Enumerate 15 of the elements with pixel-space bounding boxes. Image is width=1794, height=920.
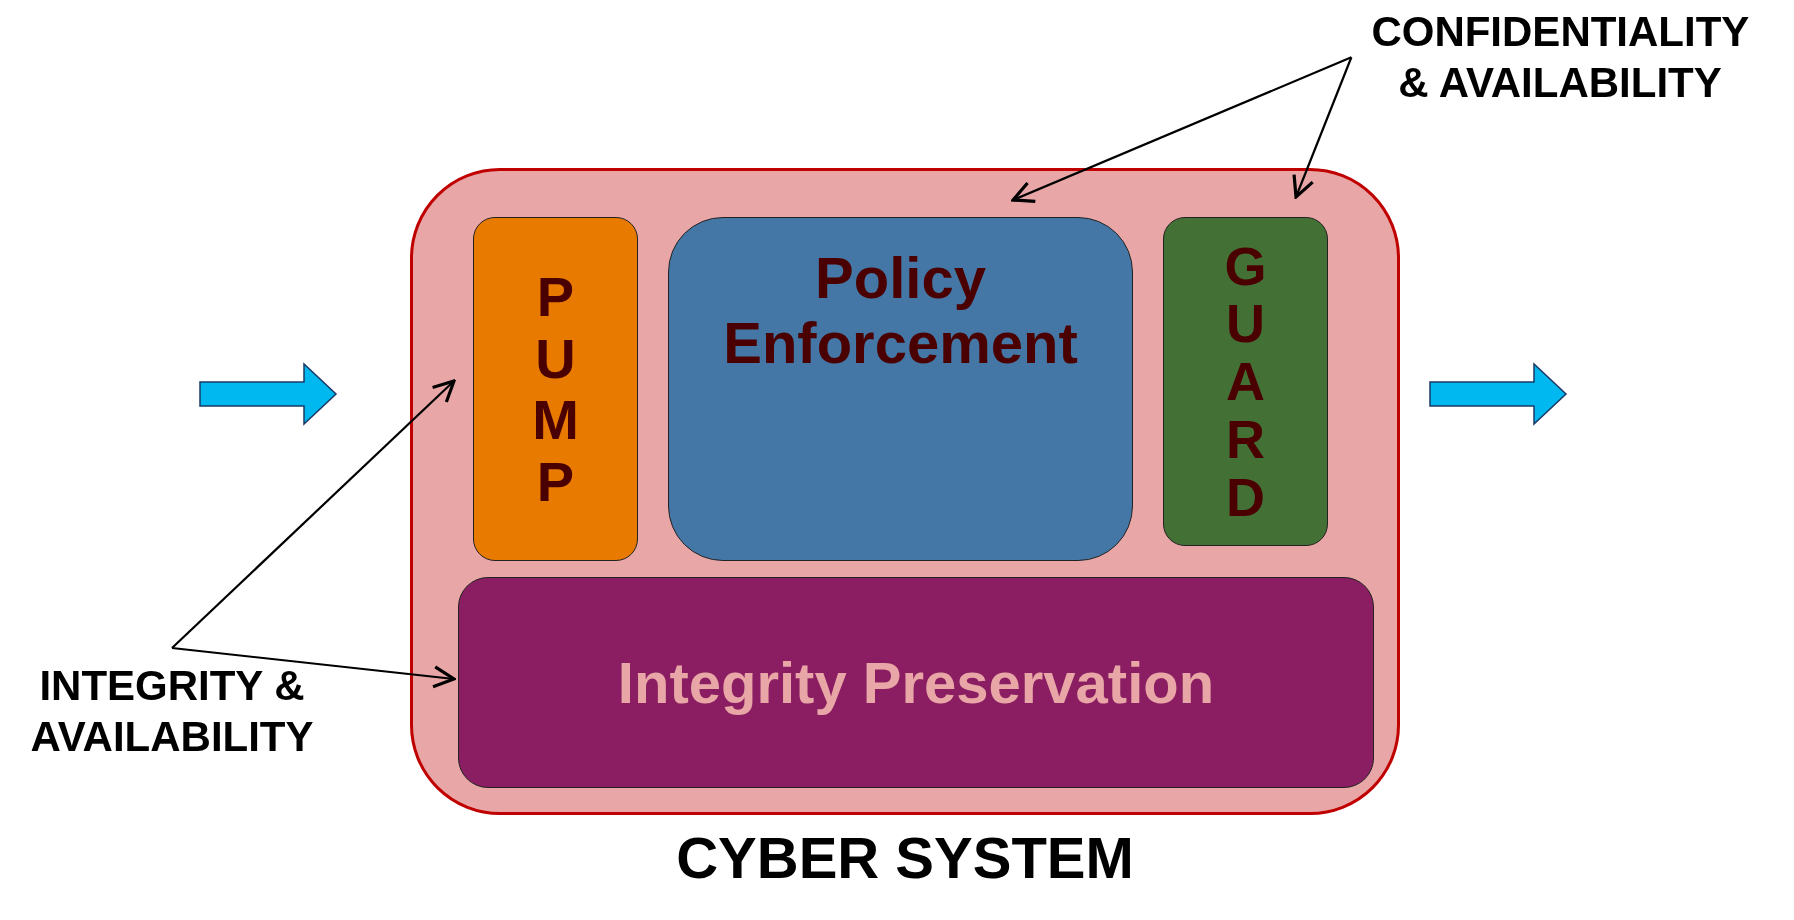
- module-label: GUARD: [1223, 237, 1268, 526]
- arrow: [1011, 56, 1352, 204]
- module-box: [458, 577, 1374, 788]
- module-label: Policy Enforcement: [722, 246, 1079, 376]
- module-box: [1163, 217, 1328, 546]
- annotation-label: INTEGRITY & AVAILABILITY: [30, 648, 314, 763]
- module-box: [668, 217, 1133, 561]
- annotation-label: CONFIDENTIALITY & AVAILABILITY: [1371, 6, 1749, 109]
- arrow: [171, 379, 456, 649]
- module-label: PUMP: [531, 265, 580, 513]
- module-label: Integrity Preservation: [616, 650, 1216, 715]
- system-title: CYBER SYSTEM: [676, 826, 1134, 890]
- arrow: [171, 646, 456, 689]
- arrow: [1292, 56, 1353, 199]
- module-box: [473, 217, 638, 561]
